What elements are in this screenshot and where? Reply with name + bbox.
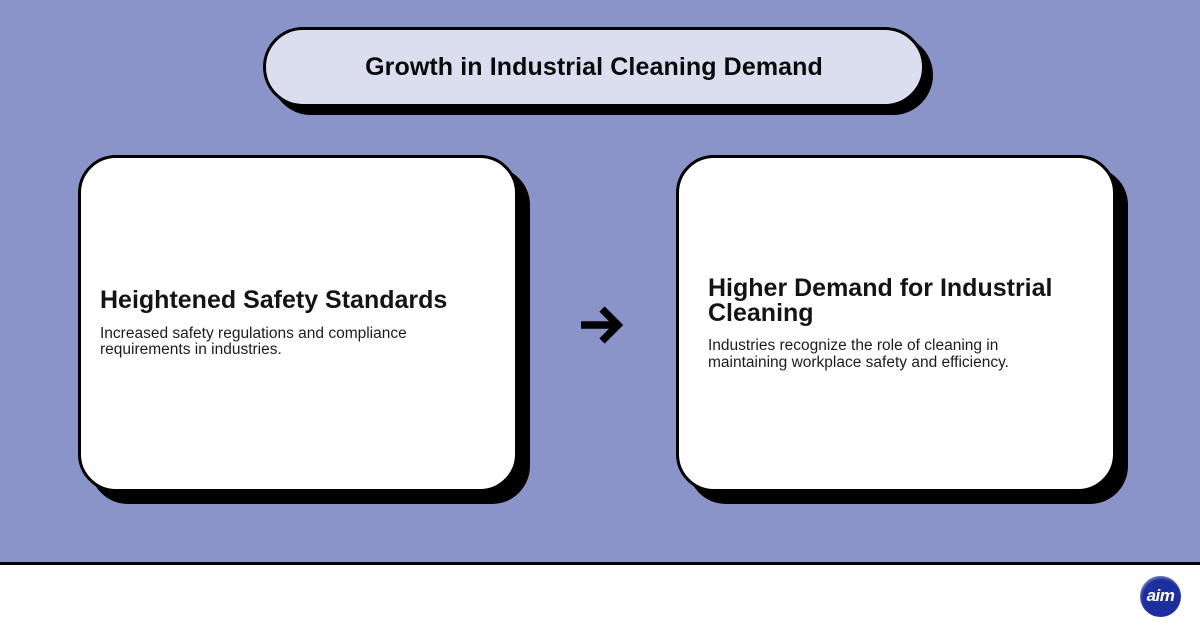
right-arrow-icon — [581, 306, 623, 344]
card-body: Industries recognize the role of cleanin… — [708, 337, 1009, 371]
aim-logo: aim — [1140, 576, 1181, 617]
page-title: Growth in Industrial Cleaning Demand — [365, 52, 823, 81]
card-heading: Heightened Safety Standards — [100, 286, 448, 315]
card-heading: Higher Demand for Industrial Cleaning — [708, 274, 1053, 327]
card-higher-demand-industrial-cleaning: Higher Demand for Industrial Cleaning In… — [676, 155, 1116, 492]
footer-bar: aim — [0, 562, 1200, 630]
card-heightened-safety-standards: Heightened Safety Standards Increased sa… — [78, 155, 518, 492]
aim-logo-text: aim — [1146, 585, 1175, 605]
card-body: Increased safety regulations and complia… — [100, 324, 407, 359]
title-pill: Growth in Industrial Cleaning Demand — [263, 27, 925, 107]
